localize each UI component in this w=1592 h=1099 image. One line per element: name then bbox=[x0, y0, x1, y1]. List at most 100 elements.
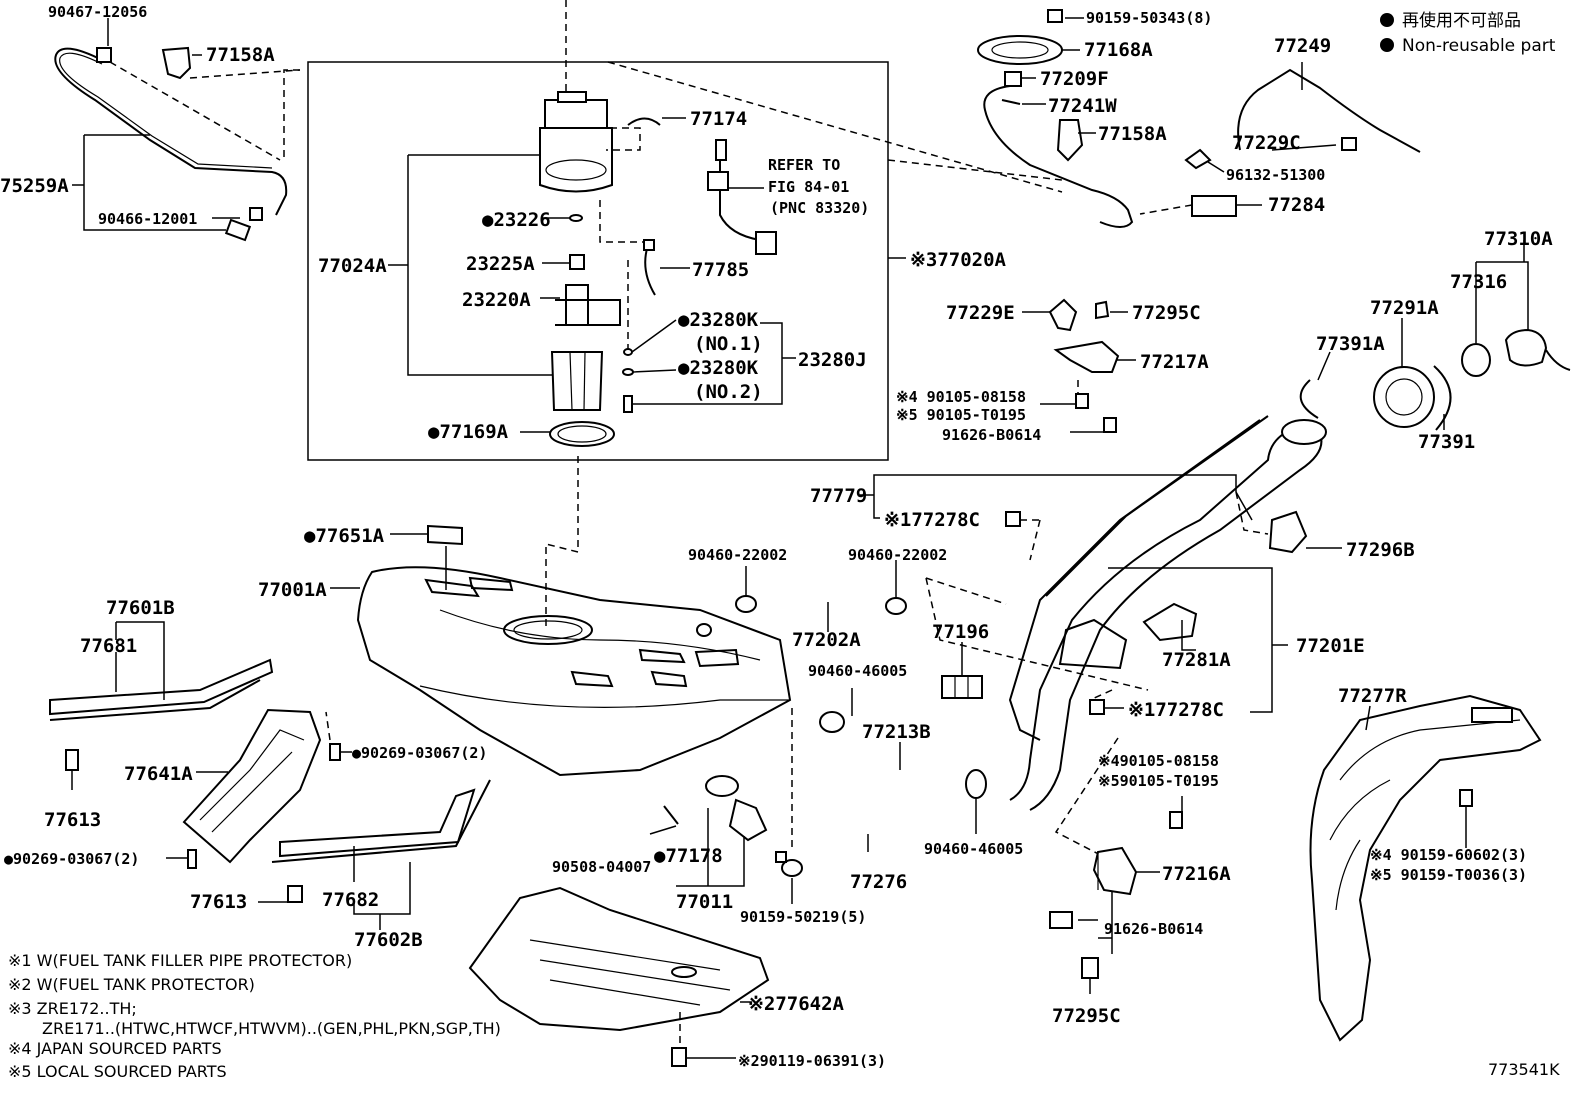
label-90508-04007: 90508-04007 bbox=[552, 858, 651, 876]
figure-id: 773541K bbox=[1488, 1060, 1560, 1079]
shield-77641A bbox=[182, 708, 322, 864]
label-77295C: 77295C bbox=[1132, 302, 1201, 324]
liner-77277R bbox=[1309, 694, 1542, 1042]
hose-77202A bbox=[764, 587, 886, 610]
label-77169A: ●77169A bbox=[428, 421, 509, 443]
bullet-icon bbox=[1380, 13, 1394, 27]
clamp-77158A bbox=[161, 46, 192, 80]
label-77310A: 77310A bbox=[1484, 228, 1553, 250]
label-no1: (NO.1) bbox=[694, 333, 763, 355]
label-77779: 77779 bbox=[810, 485, 867, 507]
part-labels: 90467-12056 77158A 75259A 90466-12001 77… bbox=[0, 3, 1553, 1070]
label-77011: 77011 bbox=[676, 891, 733, 913]
pad-77651A bbox=[427, 524, 463, 546]
label-90105-T0195: ※5 90105-T0195 bbox=[896, 406, 1026, 424]
top-right-parts bbox=[977, 9, 1421, 228]
label-77278C-b: ※177278C bbox=[1128, 699, 1224, 721]
bracket-77217A bbox=[1053, 340, 1120, 373]
label-77651A: ●77651A bbox=[304, 525, 385, 547]
label-77178: ●77178 bbox=[654, 845, 723, 867]
legend-ja: 再使用不可部品 bbox=[1402, 10, 1521, 31]
filler-cap-parts bbox=[1299, 328, 1571, 431]
protector-77642A bbox=[468, 886, 770, 1032]
label-77209F: 77209F bbox=[1040, 68, 1109, 90]
label-91626-B0614: 91626-B0614 bbox=[942, 426, 1041, 444]
legend: 再使用不可部品 Non-reusable part bbox=[1380, 10, 1556, 56]
label-77296B: 77296B bbox=[1346, 539, 1415, 561]
label-77278C: ※177278C bbox=[884, 509, 980, 531]
label-90159-60602: ※4 90159-60602(3) bbox=[1370, 846, 1527, 864]
label-77641A: 77641A bbox=[124, 763, 193, 785]
label-77316: 77316 bbox=[1450, 271, 1507, 293]
label-77213B: 77213B bbox=[862, 721, 931, 743]
label-77217A: 77217A bbox=[1140, 351, 1209, 373]
label-77001A: 77001A bbox=[258, 579, 327, 601]
label-77277R: 77277R bbox=[1338, 685, 1407, 707]
label-77642A: ※277642A bbox=[748, 993, 845, 1015]
hose-77276 bbox=[812, 782, 920, 841]
fuel-pump-assembly-box bbox=[307, 61, 889, 461]
label-77602B: 77602B bbox=[354, 929, 423, 951]
refer-line3: (PNC 83320) bbox=[770, 199, 869, 217]
valve-77284 bbox=[1191, 195, 1237, 217]
label-77024A: 77024A bbox=[318, 255, 387, 277]
label-23280J: 23280J bbox=[798, 349, 867, 371]
label-77681: 77681 bbox=[80, 635, 137, 657]
label-77196: 77196 bbox=[932, 621, 989, 643]
label-90159-T0036: ※5 90159-T0036(3) bbox=[1370, 866, 1527, 884]
label-77241W: 77241W bbox=[1048, 95, 1117, 117]
label-90460-46005: 90460-46005 bbox=[808, 662, 907, 680]
o-ring-23226 bbox=[569, 214, 583, 222]
label-77284: 77284 bbox=[1268, 194, 1325, 216]
label-77281A: 77281A bbox=[1162, 649, 1231, 671]
label-23225A: 23225A bbox=[466, 253, 535, 275]
label-77249: 77249 bbox=[1274, 35, 1331, 57]
wire-77785 bbox=[644, 244, 656, 296]
label-77202A: 77202A bbox=[792, 629, 861, 651]
label-23280K-1: ●23280K bbox=[678, 309, 759, 331]
clip-77296B bbox=[1268, 510, 1308, 554]
note-3: ※3 ZRE172..TH; bbox=[8, 999, 137, 1018]
bracket-77216A bbox=[1092, 846, 1138, 896]
label-90105-08158-b: ※490105-08158 bbox=[1098, 752, 1219, 770]
label-90159-50343: 90159-50343(8) bbox=[1086, 9, 1212, 27]
label-90466-12001: 90466-12001 bbox=[98, 210, 197, 228]
label-77168A: 77168A bbox=[1084, 39, 1153, 61]
hose-77213B bbox=[842, 742, 954, 800]
label-77229E: 77229E bbox=[946, 302, 1015, 324]
fuel-tank-77001A bbox=[356, 566, 792, 777]
label-77613-b: 77613 bbox=[190, 891, 247, 913]
pump-23220A bbox=[555, 284, 621, 326]
label-77229C: 77229C bbox=[1232, 132, 1301, 154]
fuel-pump-module bbox=[539, 91, 613, 193]
note-1: ※1 W(FUEL TANK FILLER PIPE PROTECTOR) bbox=[8, 951, 352, 970]
label-77276: 77276 bbox=[850, 871, 907, 893]
label-90460-22002: 90460-22002 bbox=[688, 546, 787, 564]
label-77291A: 77291A bbox=[1370, 297, 1439, 319]
label-90105-08158: ※4 90105-08158 bbox=[896, 388, 1026, 406]
filler-pipe-77201E bbox=[1008, 415, 1327, 811]
sender-gauge bbox=[707, 139, 777, 255]
label-77601B: 77601B bbox=[106, 597, 175, 619]
clip-77196 bbox=[941, 675, 983, 699]
label-90467-12056: 90467-12056 bbox=[48, 3, 147, 21]
label-77158A: 77158A bbox=[206, 44, 275, 66]
label-77295C-b: 77295C bbox=[1052, 1005, 1121, 1027]
legend-en: Non-reusable part bbox=[1402, 36, 1556, 56]
cushion-23225A bbox=[569, 254, 585, 270]
label-77216A: 77216A bbox=[1162, 863, 1231, 885]
label-90269-03067-b: ●90269-03067(2) bbox=[4, 850, 139, 868]
footnotes: ※1 W(FUEL TANK FILLER PIPE PROTECTOR) ※2… bbox=[8, 951, 501, 1081]
label-23220A: 23220A bbox=[462, 289, 531, 311]
note-2: ※2 W(FUEL TANK PROTECTOR) bbox=[8, 975, 255, 994]
label-77201E: 77201E bbox=[1296, 635, 1365, 657]
note-5: ※5 LOCAL SOURCED PARTS bbox=[8, 1062, 227, 1081]
filter-77024A bbox=[550, 351, 604, 411]
label-77158A-b: 77158A bbox=[1098, 123, 1167, 145]
label-77682: 77682 bbox=[322, 889, 379, 911]
label-no2: (NO.2) bbox=[694, 381, 763, 403]
label-77391: 77391 bbox=[1418, 431, 1475, 453]
refer-line1: REFER TO bbox=[768, 156, 840, 174]
